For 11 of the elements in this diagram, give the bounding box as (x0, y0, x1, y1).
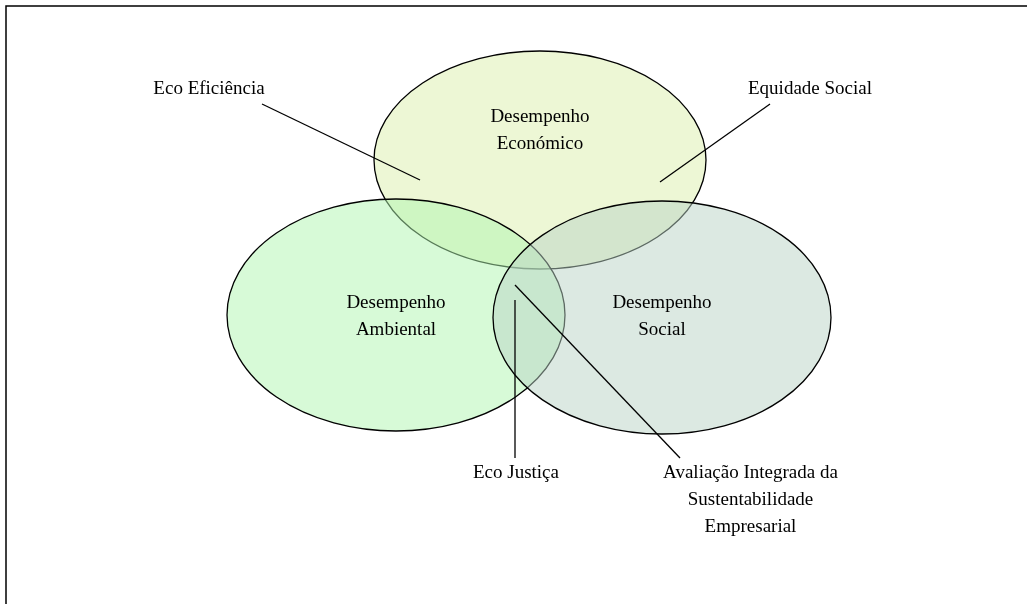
leader-line (514, 284, 681, 459)
circle-label: Desempenho Social (611, 290, 713, 341)
callout-label: Avaliação Integrada da Sustentabilidade Empresarial (648, 458, 853, 539)
callout-label: Equidade Social (740, 74, 880, 101)
callout-label: Eco Eficiência (150, 74, 268, 101)
leader-line (261, 103, 421, 181)
leader-line (514, 299, 516, 459)
circle-label: Desempenho Económico (489, 104, 591, 155)
circle-label: Desempenho Ambiental (345, 290, 447, 341)
callout-label: Eco Justiça (460, 458, 572, 485)
leader-line (659, 103, 771, 183)
